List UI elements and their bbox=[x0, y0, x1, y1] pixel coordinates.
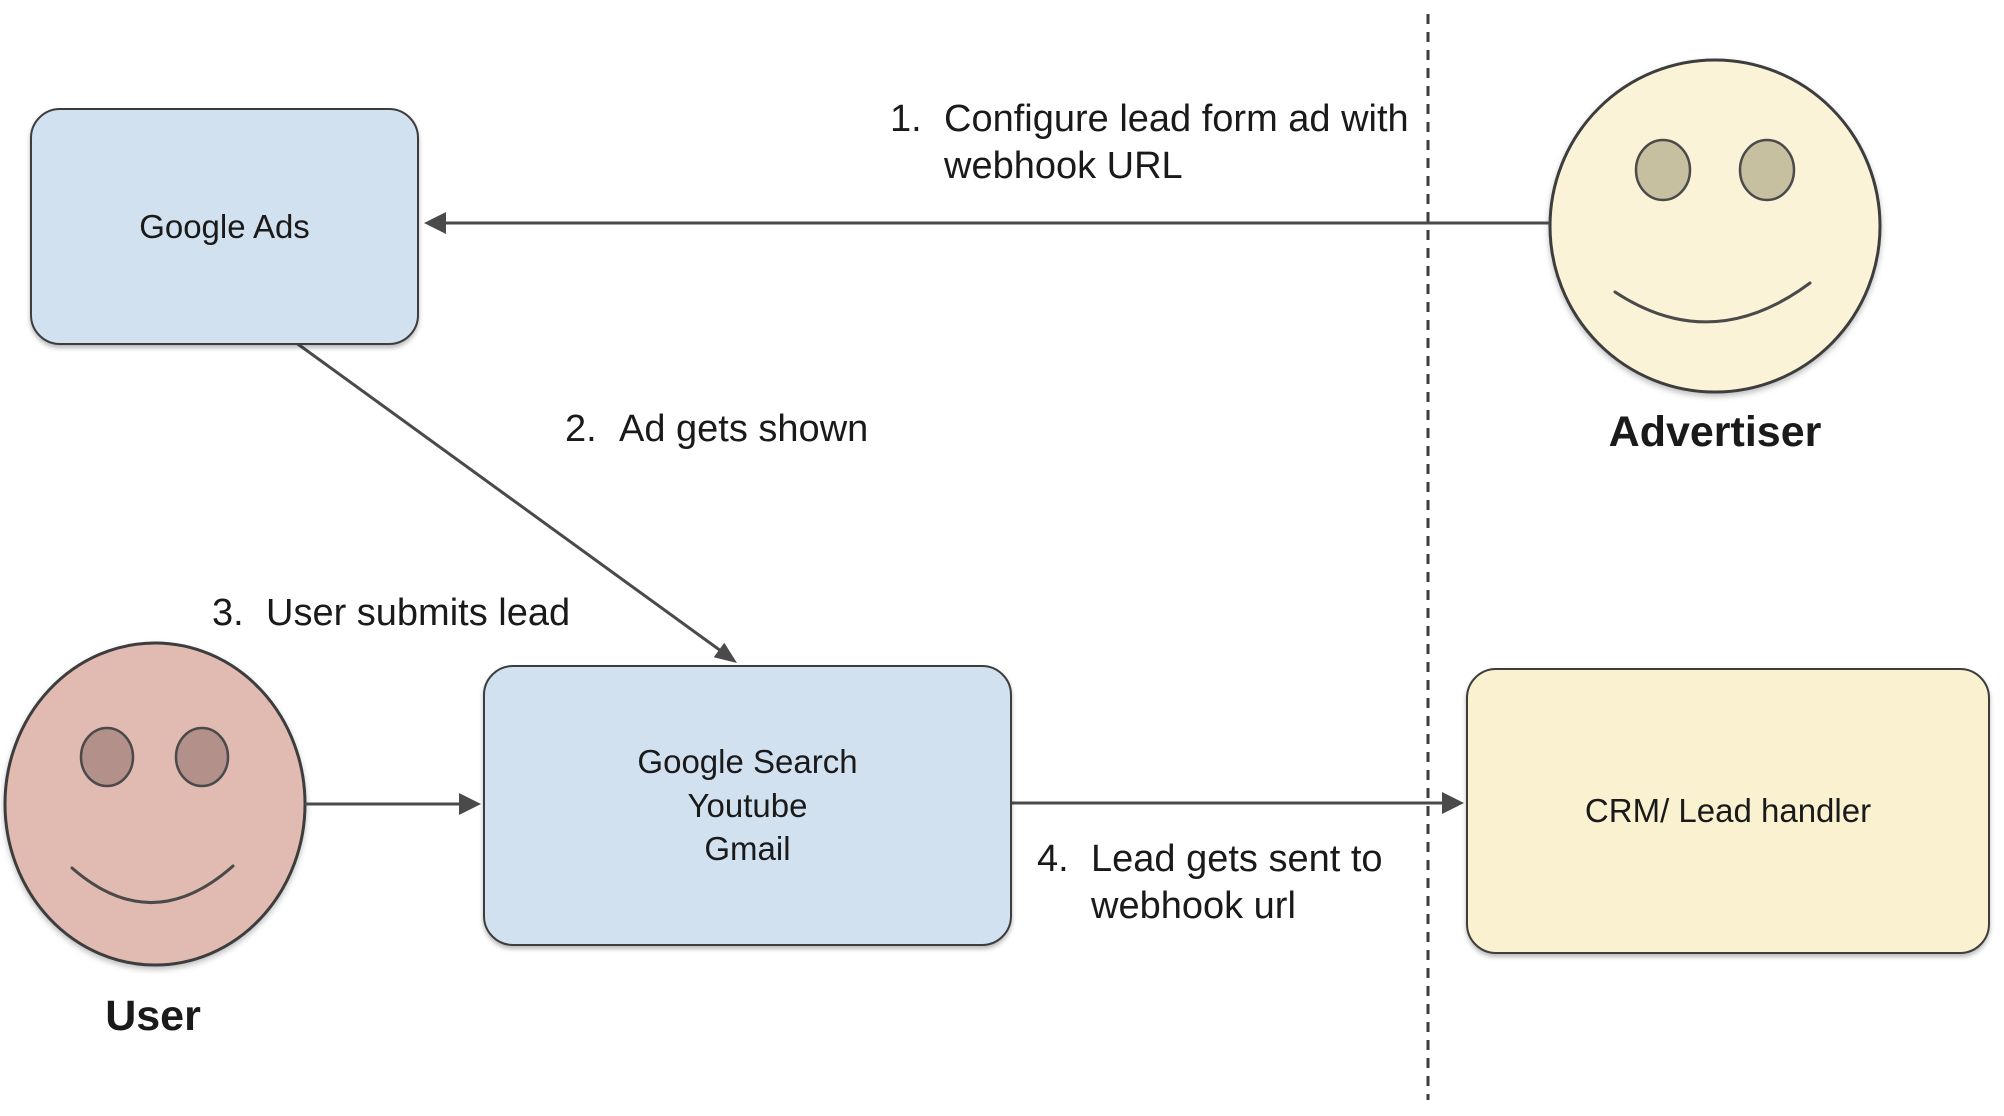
step-3-line-1: User submits lead bbox=[266, 592, 571, 634]
advertiser-smile-icon bbox=[1613, 281, 1812, 324]
arrowhead-right-icon bbox=[1442, 792, 1464, 814]
platforms-line-2: Youtube bbox=[687, 786, 808, 824]
annotation-step-1: 1. Configure lead form ad with webhook U… bbox=[890, 96, 1409, 190]
platforms-line-1: Google Search bbox=[637, 743, 858, 781]
arrowhead-left-icon bbox=[424, 212, 446, 234]
annotation-step-3: 3. User submits lead bbox=[212, 590, 570, 637]
user-label: User bbox=[105, 992, 201, 1040]
step-4-text: Lead gets sent to webhook url bbox=[1091, 836, 1383, 930]
user-left-eye-icon bbox=[79, 726, 135, 788]
arrowhead-diagonal-icon bbox=[713, 642, 737, 663]
step-1-number: 1. bbox=[890, 98, 922, 140]
arrowhead-right-icon bbox=[459, 793, 481, 815]
step-3-number: 3. bbox=[212, 592, 244, 634]
advertiser-face-circle bbox=[1548, 58, 1882, 394]
google-ads-label: Google Ads bbox=[139, 207, 310, 245]
arrow-platforms-to-crm bbox=[1008, 792, 1464, 814]
advertiser-right-eye-icon bbox=[1738, 138, 1796, 202]
step-1-line-1: Configure lead form ad with bbox=[944, 98, 1409, 140]
step-1-text: Configure lead form ad with webhook URL bbox=[944, 96, 1409, 190]
annotation-step-4: 4. Lead gets sent to webhook url bbox=[1037, 836, 1383, 930]
step-4-line-2: webhook url bbox=[1091, 885, 1296, 927]
platforms-node: Google Search Youtube Gmail bbox=[483, 665, 1012, 946]
annotation-step-2: 2. Ad gets shown bbox=[565, 406, 868, 453]
advertiser-left-eye-icon bbox=[1634, 138, 1692, 202]
step-4-line-1: Lead gets sent to bbox=[1091, 838, 1383, 880]
platforms-label: Google Search Youtube Gmail bbox=[637, 740, 857, 871]
arrow-advertiser-to-google-ads bbox=[424, 212, 1550, 234]
user-smile-icon bbox=[70, 864, 235, 904]
advertiser-label: Advertiser bbox=[1608, 408, 1822, 456]
crm-label: CRM/ Lead handler bbox=[1584, 792, 1872, 830]
arrow-user-to-platforms bbox=[305, 793, 481, 815]
step-4-number: 4. bbox=[1037, 838, 1069, 880]
step-3-text: User submits lead bbox=[266, 590, 570, 637]
step-1-line-2: webhook URL bbox=[944, 145, 1183, 187]
step-2-text: Ad gets shown bbox=[619, 406, 868, 453]
platforms-line-3: Gmail bbox=[704, 830, 791, 868]
user-face-icon bbox=[3, 641, 307, 967]
step-2-line-1: Ad gets shown bbox=[619, 408, 869, 450]
user-right-eye-icon bbox=[174, 726, 230, 788]
google-ads-node: Google Ads bbox=[30, 108, 419, 345]
step-2-number: 2. bbox=[565, 408, 597, 450]
arrow-google-ads-to-platforms bbox=[294, 340, 737, 663]
crm-node: CRM/ Lead handler bbox=[1466, 668, 1990, 954]
user-face-circle bbox=[3, 641, 307, 967]
advertiser-face-icon bbox=[1548, 58, 1882, 394]
